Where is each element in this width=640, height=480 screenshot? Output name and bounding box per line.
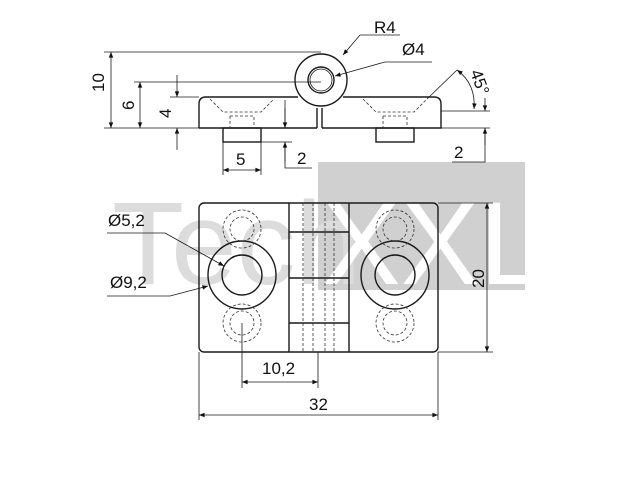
dim-r4: R4: [374, 18, 396, 37]
top-view: 10 6 4 5 2 2 45° R4 Ø4: [89, 18, 493, 175]
right-boss: [375, 127, 415, 143]
dim-20: 20: [469, 269, 488, 288]
right-plate: [321, 96, 442, 129]
hinge-outline: [198, 202, 439, 353]
watermark-box: [318, 162, 525, 290]
dim-5: 5: [236, 150, 245, 169]
watermark-tech: Tech: [112, 178, 361, 310]
left-plate: [198, 96, 318, 129]
knuckle: [294, 53, 348, 107]
front-view: Ø5,2 Ø9,2 20 10,2 32: [107, 202, 493, 420]
dim-hole-diameter: Ø5,2: [108, 211, 145, 230]
right-mounting-hole: [360, 240, 430, 310]
pin-hole: [307, 66, 335, 94]
watermark-xxl: XXL: [322, 178, 545, 310]
dim-pin-diameter: Ø4: [402, 40, 425, 59]
dim-2-countersink: 2: [454, 143, 463, 162]
dim-10: 10: [89, 73, 108, 92]
left-mounting-hole: [207, 240, 277, 310]
dim-2-boss: 2: [297, 149, 306, 168]
dim-4: 4: [156, 109, 175, 118]
watermark: Tech XXL: [112, 162, 545, 310]
dim-counterbore-diameter: Ø9,2: [110, 273, 147, 292]
dim-45-deg: 45°: [466, 67, 493, 98]
hidden-holes: [222, 209, 415, 343]
left-boss: [222, 127, 262, 143]
dim-6: 6: [119, 101, 138, 110]
dim-32: 32: [309, 395, 328, 414]
dim-10-2: 10,2: [262, 359, 295, 378]
